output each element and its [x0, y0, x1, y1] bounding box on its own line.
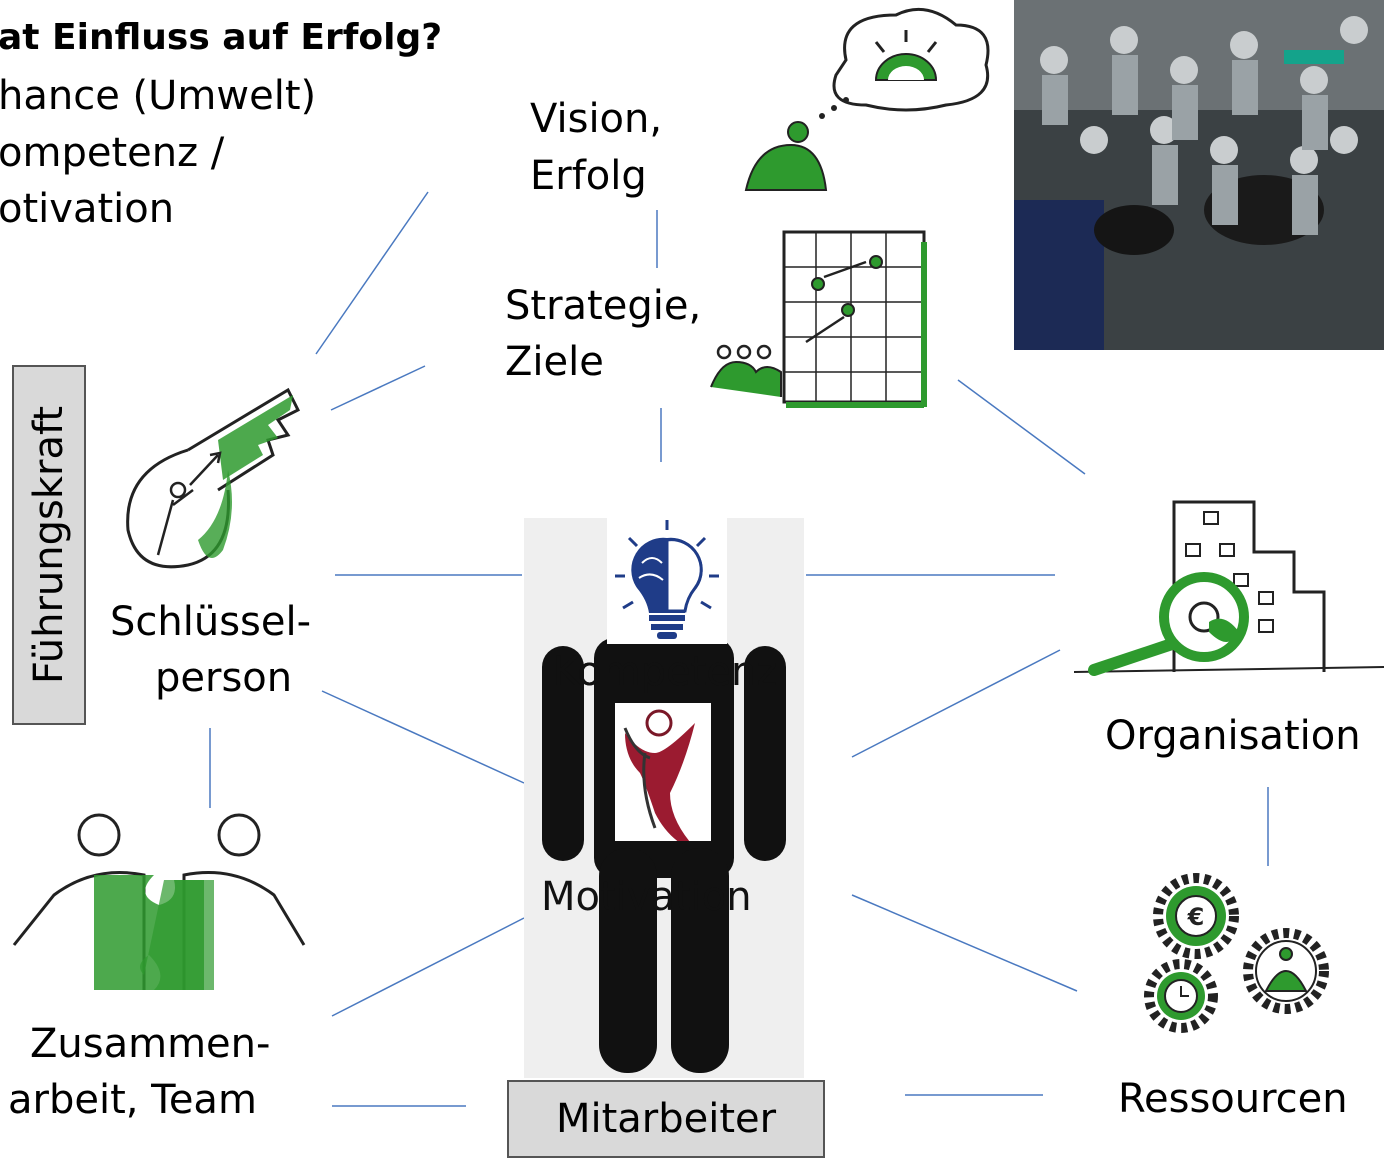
leader-label: Führungskraft: [26, 405, 72, 685]
organisation-search-icon: [1074, 500, 1384, 676]
competence-label: Kompetenz: [553, 649, 778, 695]
teamwork-label-line1: Zusammen-: [30, 1021, 271, 1067]
thought-cloud-icon: [744, 7, 990, 191]
teamwork-label-line2: arbeit, Team: [8, 1077, 257, 1123]
key-person-label-line1: Schlüssel-: [110, 599, 312, 645]
lightbulb-brain-icon: [607, 518, 727, 644]
factor-motivation: otivation: [0, 186, 175, 232]
employee-label: Mitarbeiter: [555, 1096, 777, 1142]
vision-label-line2: Erfolg: [530, 153, 647, 199]
motivation-label: Motivation: [541, 874, 752, 920]
strategy-chart-icon: [710, 230, 927, 408]
motivation-figure-icon: [615, 703, 711, 853]
pit-stop-photo: [1014, 0, 1384, 350]
vision-label-line1: Vision,: [530, 96, 663, 142]
resources-label: Ressourcen: [1118, 1076, 1348, 1122]
gears-resources-icon: €: [1144, 873, 1329, 1033]
key-icon: [126, 387, 301, 569]
svg-text:€: €: [1187, 903, 1205, 931]
puzzle-team-icon: [12, 813, 306, 990]
organisation-label: Organisation: [1105, 713, 1361, 759]
leader-box: Führungskraft: [12, 365, 86, 725]
strategy-label-line2: Ziele: [505, 339, 604, 385]
factor-competence: ompetenz /: [0, 130, 225, 176]
factor-chance: hance (Umwelt): [0, 73, 317, 119]
employee-box: Mitarbeiter: [507, 1080, 825, 1158]
diagram-title: at Einfluss auf Erfolg?: [0, 17, 443, 58]
strategy-label-line1: Strategie,: [505, 283, 702, 329]
key-person-label-line2: person: [155, 655, 293, 701]
